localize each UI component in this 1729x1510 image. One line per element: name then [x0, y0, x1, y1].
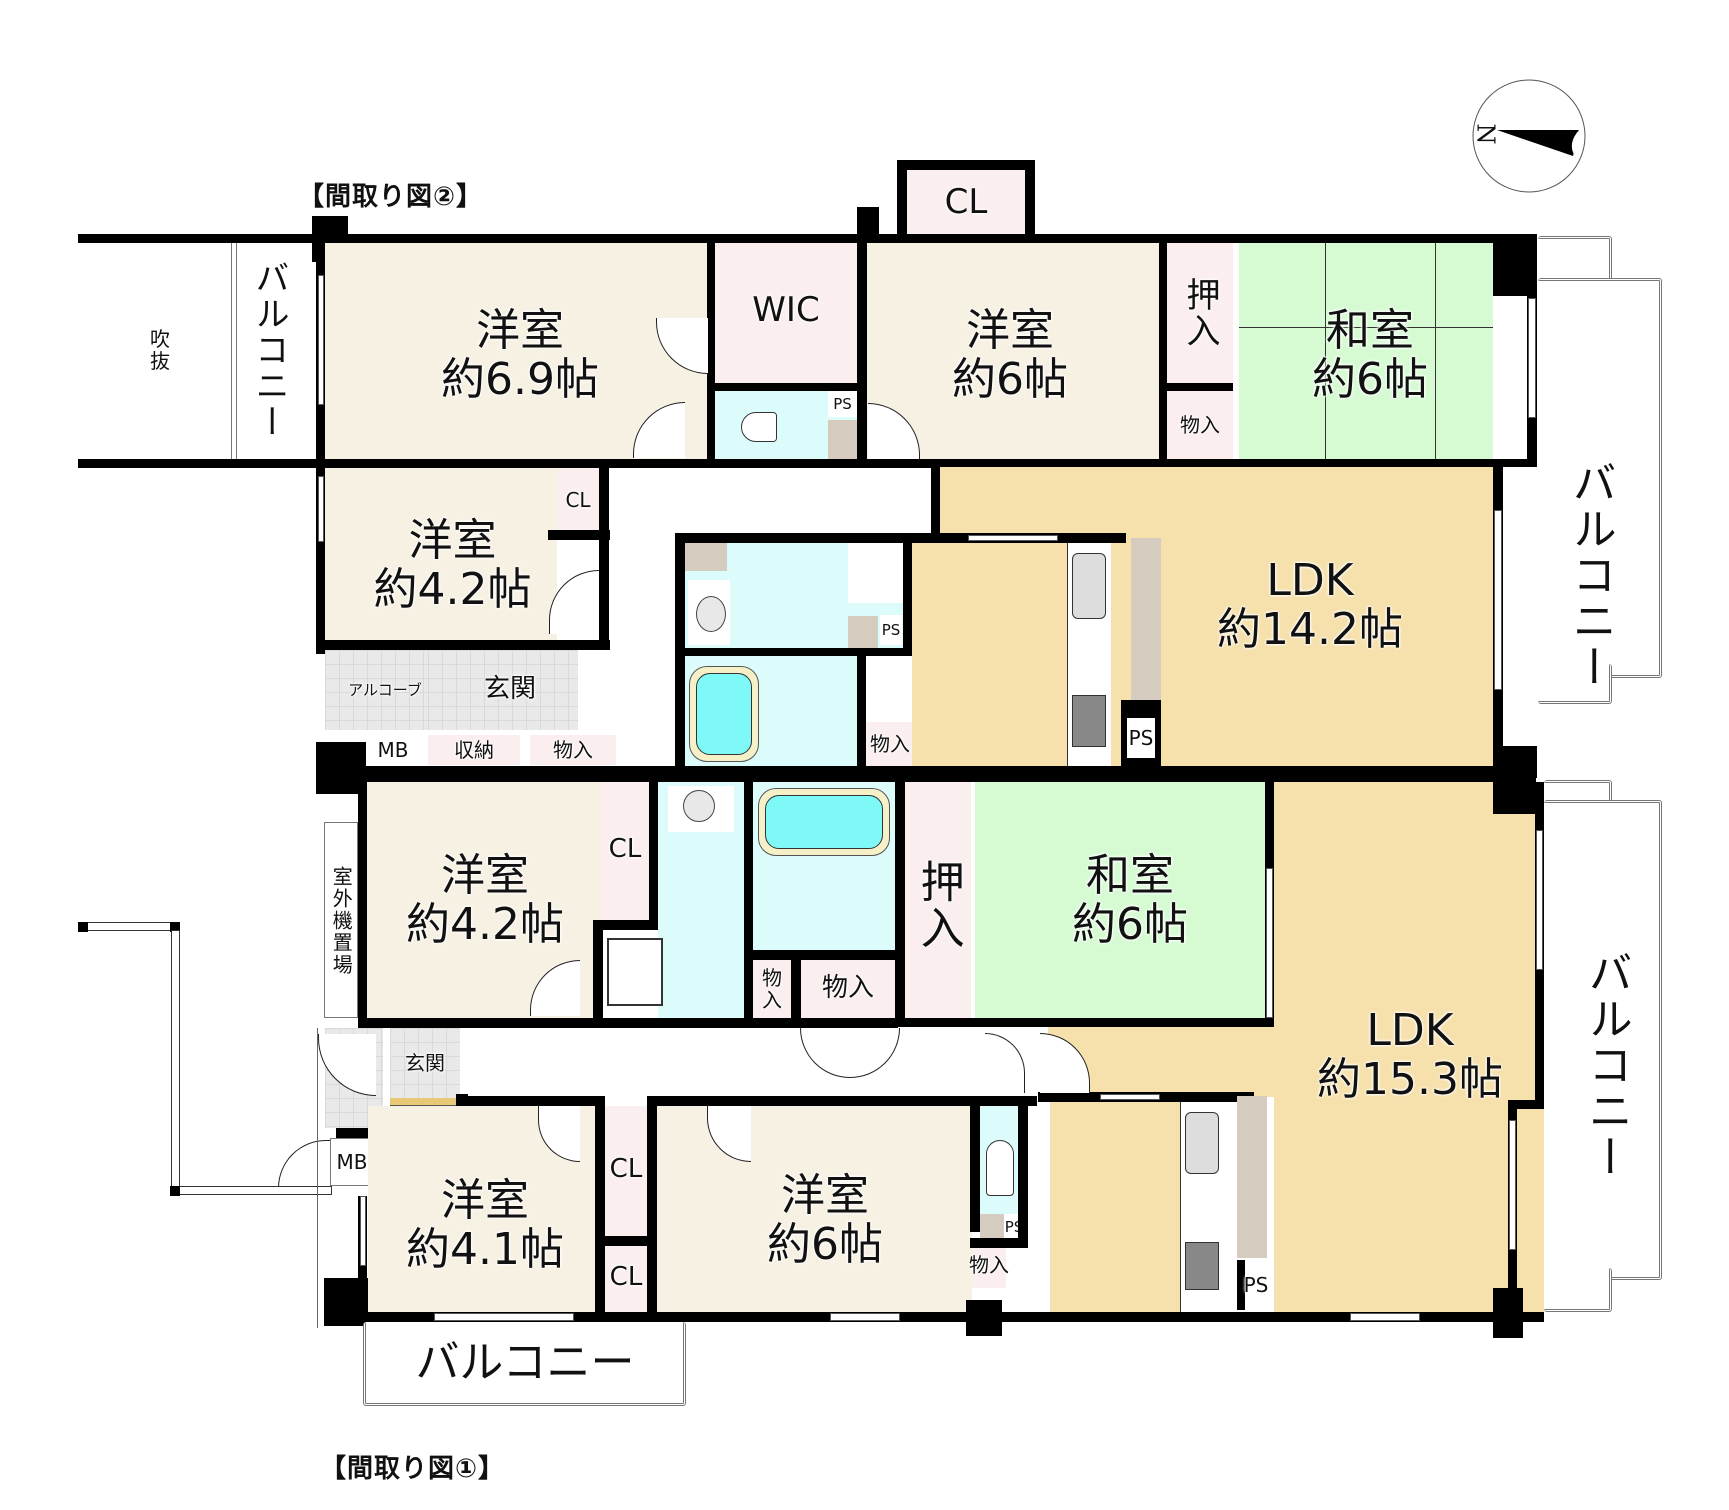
window [360, 1196, 366, 1266]
tatami-lines [1239, 243, 1493, 459]
plan2-western-6-9-label: 洋室 約6.9帖 [441, 304, 599, 405]
window [318, 275, 324, 405]
plan1-cl-b [605, 1246, 647, 1312]
bathtub-icon [689, 666, 759, 762]
sink-icon [696, 596, 726, 632]
window [1100, 1094, 1160, 1100]
kitchen-sink-icon [1072, 553, 1106, 619]
plan2-western-room-4-2 [325, 468, 557, 640]
plan1-mb-label: MB [336, 1149, 368, 1174]
plan1-cl-4-2-label: CL [608, 834, 642, 865]
plan2-monoire-small [1167, 391, 1233, 459]
washer-space [848, 543, 903, 603]
plan2-wic [715, 243, 857, 383]
plan1-western-4-2-label: 洋室 約4.2帖 [406, 849, 564, 950]
toilet-icon [986, 1140, 1014, 1196]
plan2-ldk-label: LDK 約14.2帖 [1217, 554, 1403, 655]
plan1-monoire-6-label: 物入 [969, 1252, 1009, 1277]
toilet-icon [741, 412, 777, 442]
window [1536, 830, 1543, 970]
plan1-monoire-small-label: 物 入 [762, 965, 782, 1012]
stove-icon [1185, 1242, 1219, 1290]
plan1-monoire-6 [972, 1242, 1006, 1288]
plan2-cl-top-label: CL [944, 181, 988, 222]
plan2-cl-4-2-label: CL [565, 487, 591, 512]
plan2-oshiire [1167, 243, 1233, 383]
window [318, 476, 324, 542]
plan2-mb [366, 735, 420, 765]
north-label: N [1471, 123, 1500, 145]
plan1-oshiire [905, 782, 971, 1018]
plan1-western-4-1-label: 洋室 約4.1帖 [406, 1174, 564, 1275]
window [434, 1313, 574, 1321]
plan2-western-6-label: 洋室 約6帖 [952, 304, 1068, 405]
plan1-monoire [801, 960, 895, 1018]
plan2-genkan [428, 650, 578, 730]
plan2-shuno [428, 735, 520, 765]
plan1-monoire-label: 物入 [821, 973, 874, 1004]
plan1-cl-a-label: CL [609, 1154, 643, 1185]
plan1-genkan [390, 1028, 460, 1098]
door[interactable] [278, 1140, 330, 1188]
plan2-ps-toilet-label: PS [828, 391, 857, 417]
plan1-balcony-bottom [363, 1322, 686, 1406]
plan2-balcony-left-label: バルコニー [249, 260, 290, 440]
compass: N [1471, 78, 1587, 194]
plan1-cl-4-2 [601, 782, 649, 920]
bathtub-icon [758, 788, 890, 856]
plan2-monoire-bath-label: 物入 [870, 731, 910, 756]
window [1266, 868, 1273, 1018]
plan1-japanese-room [975, 782, 1265, 1018]
window [830, 1313, 900, 1321]
north-arrow-icon [1472, 79, 1586, 193]
plan2-western-room-6 [867, 243, 1159, 459]
plan2-shuno-label: 収納 [454, 737, 494, 762]
plan2-oshiire-label: 押入 [1180, 277, 1221, 349]
plan1-cl-a [605, 1106, 647, 1236]
plan1-western-room-6 [657, 1106, 972, 1312]
plan1-oshiire-label: 押入 [912, 859, 964, 951]
window [1528, 298, 1536, 418]
stove-icon [1072, 695, 1106, 747]
plan1-genkan-label: 玄関 [405, 1050, 445, 1075]
outdoor-unit-area [324, 822, 358, 1018]
fukinuke-label: 吹 抜 [150, 326, 170, 373]
plan1-balcony-right-label: バルコニー [1580, 950, 1632, 1180]
window [968, 535, 1058, 541]
washer-pan-icon [607, 938, 663, 1006]
plan2-monoire-entry-label: 物入 [553, 737, 593, 762]
sink-icon [683, 790, 715, 822]
window [1509, 1120, 1516, 1250]
plan1-corridor [468, 1028, 1038, 1098]
plan2-ps-kitchen-label: PS [1127, 718, 1155, 758]
plan2-monoire-entry [530, 735, 616, 765]
plan2-monoire-small-label: 物入 [1180, 412, 1220, 437]
outdoor-unit-label: 室外機置場 [329, 866, 354, 976]
plan2-monoire-bath [866, 722, 914, 766]
plan2-wic-label: WIC [752, 289, 820, 330]
kitchen-sink-icon [1185, 1112, 1219, 1174]
plan2-title: 【間取り図②】 [298, 182, 484, 212]
window [1494, 510, 1502, 690]
plan1-ldk [1274, 782, 1544, 1312]
plan2-mb-label: MB [377, 737, 409, 762]
plan2-alcove-label: アルコーブ [348, 680, 422, 699]
plan1-ps-kitchen-label: PS [1237, 1260, 1268, 1310]
plan2-japanese-label: 和室 約6帖 [1312, 304, 1428, 405]
plan1-title: 【間取り図①】 [320, 1454, 506, 1484]
plan2-alcove [325, 650, 445, 730]
plan2-western-4-2-label: 洋室 約4.2帖 [373, 514, 532, 615]
plan2-ps-wash-label: PS [880, 615, 902, 645]
plan2-genkan-label: 玄関 [483, 674, 536, 705]
plan1-japanese-label: 和室 約6帖 [1072, 849, 1188, 950]
plan1-monoire-small [753, 960, 791, 1018]
plan2-balcony-right-label: バルコニー [1564, 460, 1616, 690]
plan1-cl-b-label: CL [609, 1262, 643, 1293]
plan2-cl-4-2 [557, 468, 599, 530]
plan1-balcony-bottom-label: バルコニー [415, 1337, 635, 1389]
plan1-western-6-label: 洋室 約6帖 [767, 1169, 883, 1270]
plan2-cl-top [907, 170, 1025, 234]
window [1350, 1313, 1420, 1321]
plan1-ldk-label: LDK 約15.3帖 [1317, 1004, 1503, 1105]
